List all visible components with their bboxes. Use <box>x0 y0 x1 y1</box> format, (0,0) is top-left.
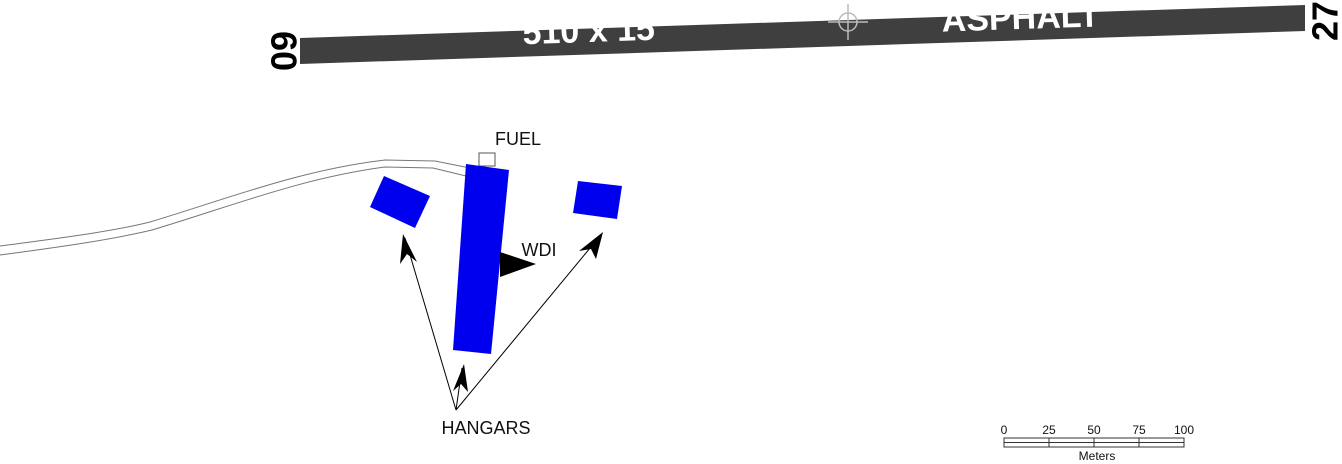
fuel-station <box>478 152 496 167</box>
scale-bar: 0 25 50 75 100 Meters <box>1001 423 1195 463</box>
runway: 510 x 15 ASPHALT 09 27 <box>264 0 1342 71</box>
scale-tick-100: 100 <box>1174 423 1194 437</box>
scale-unit-label: Meters <box>1079 449 1116 463</box>
scale-tick-25: 25 <box>1042 423 1056 437</box>
runway-surface-type: ASPHALT <box>941 0 1100 40</box>
hangar-arrowheads <box>400 232 603 392</box>
hangar-east <box>573 181 622 219</box>
wdi-label: WDI <box>522 240 557 260</box>
scale-tick-75: 75 <box>1132 423 1146 437</box>
fuel-label: FUEL <box>495 129 541 149</box>
arrow-up-icon <box>400 234 417 264</box>
runway-surface <box>300 5 1305 64</box>
taxiway <box>0 159 471 256</box>
hangar-west <box>370 176 430 228</box>
runway-end-east-number: 27 <box>1305 1 1342 41</box>
hangar-main <box>453 164 509 354</box>
crosshair-icon <box>828 4 868 40</box>
scale-tick-0: 0 <box>1001 423 1008 437</box>
arrow-up-icon <box>453 364 468 392</box>
windsock-triangle-icon <box>500 252 536 277</box>
hangars-label: HANGARS <box>441 418 530 438</box>
runway-end-west-number: 09 <box>264 31 305 71</box>
runway-dimensions: 510 x 15 <box>522 10 656 52</box>
buildings <box>370 164 622 354</box>
arrow-up-icon <box>579 232 603 259</box>
scale-tick-50: 50 <box>1087 423 1101 437</box>
